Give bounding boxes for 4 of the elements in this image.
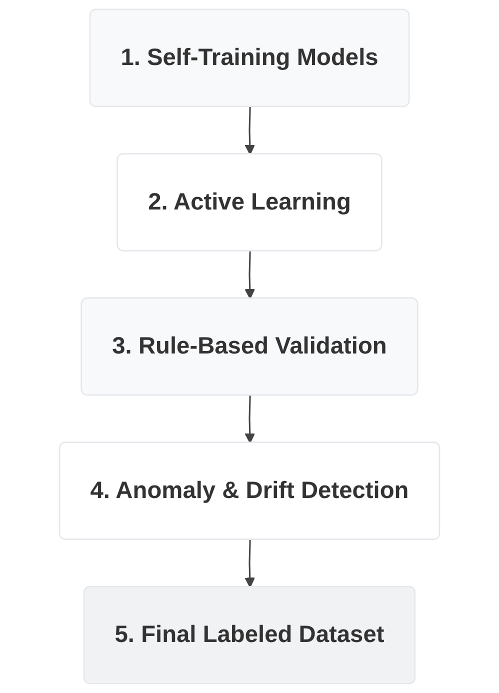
arrow — [244, 540, 256, 588]
arrow — [244, 251, 256, 300]
arrow — [244, 107, 256, 155]
arrow — [244, 396, 256, 444]
